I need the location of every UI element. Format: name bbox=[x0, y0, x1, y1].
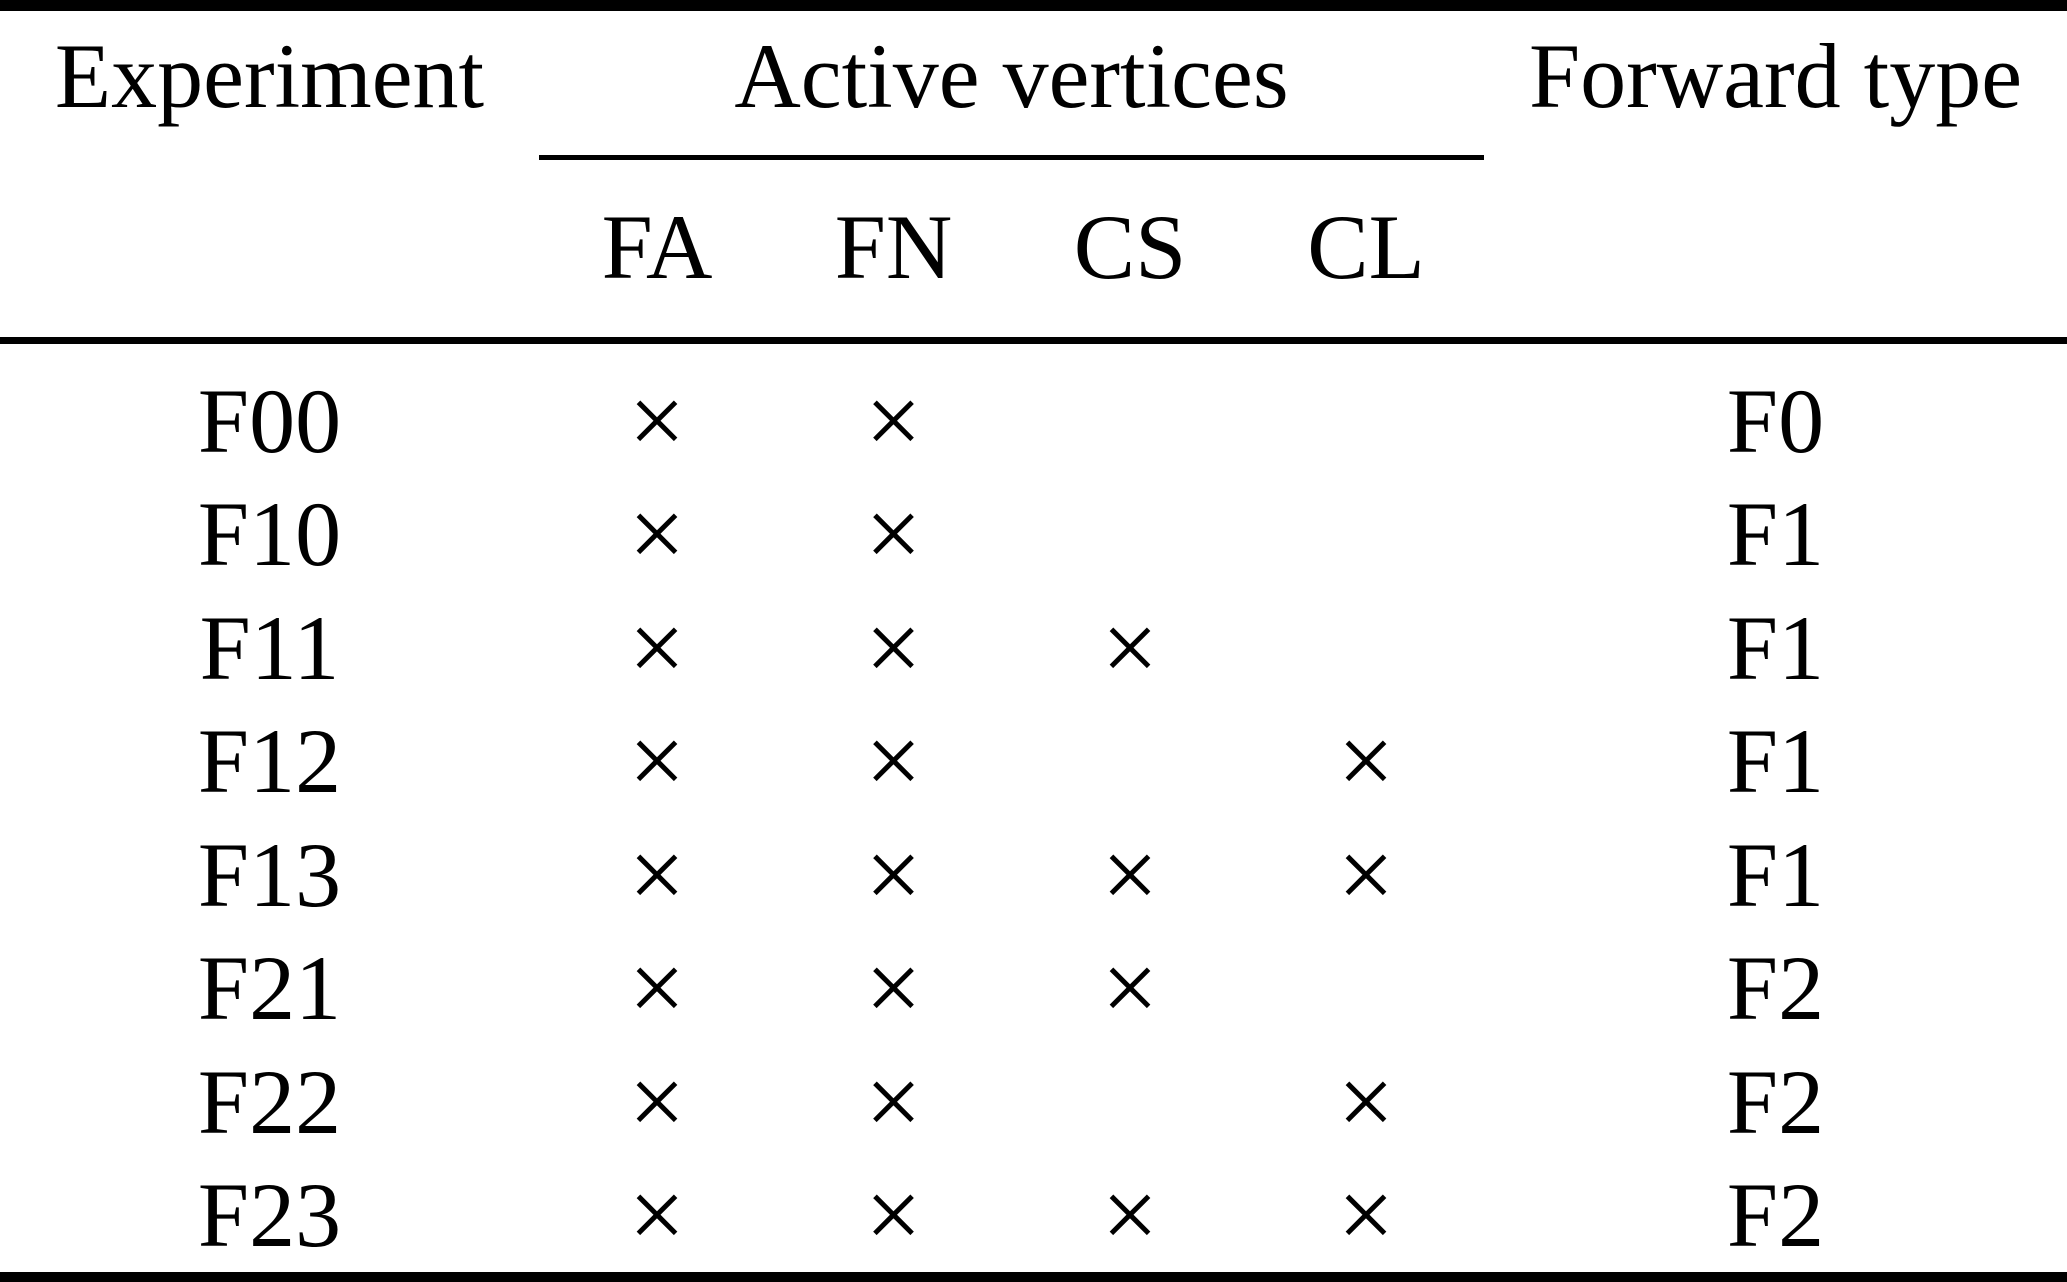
table-row: F22 × × × F2 bbox=[0, 1045, 2067, 1159]
experiment-label: F11 bbox=[199, 596, 340, 699]
table-row: F21 × × × F2 bbox=[0, 932, 2067, 1046]
fa-active-mark: × bbox=[628, 478, 686, 590]
fn-active-mark: × bbox=[865, 1045, 922, 1157]
forward-type-value: F1 bbox=[1726, 823, 1825, 926]
header-forward-type: Forward type bbox=[1528, 25, 2023, 127]
forward-type-value: F1 bbox=[1726, 596, 1825, 699]
cs-active-mark: × bbox=[1101, 1159, 1159, 1271]
table-top-rule bbox=[0, 0, 2067, 11]
table-body: F00 × × F0 F10 × × F1 F11 × × × F1 F12 ×… bbox=[0, 364, 2067, 1272]
experiment-label: F12 bbox=[197, 710, 342, 813]
fn-active-mark: × bbox=[865, 818, 922, 930]
fa-active-mark: × bbox=[628, 932, 686, 1044]
experiment-label: F22 bbox=[197, 1050, 342, 1153]
fa-active-mark: × bbox=[628, 364, 686, 476]
fn-active-mark: × bbox=[865, 1159, 922, 1271]
table-row: F11 × × × F1 bbox=[0, 591, 2067, 705]
table-row: F00 × × F0 bbox=[0, 364, 2067, 478]
table-row: F12 × × × F1 bbox=[0, 705, 2067, 819]
experiment-label: F13 bbox=[197, 823, 342, 926]
fa-active-mark: × bbox=[628, 818, 686, 930]
cl-active-mark: × bbox=[1337, 705, 1395, 817]
header-active-vertices-group: Active vertices bbox=[734, 25, 1289, 127]
forward-type-value: F2 bbox=[1726, 1050, 1825, 1153]
forward-type-value: F2 bbox=[1726, 937, 1825, 1040]
cl-active-mark: × bbox=[1337, 818, 1395, 930]
fa-active-mark: × bbox=[628, 591, 686, 703]
table-row: F23 × × × × F2 bbox=[0, 1159, 2067, 1273]
forward-type-value: F1 bbox=[1726, 710, 1825, 813]
forward-type-value: F1 bbox=[1726, 483, 1825, 586]
cs-active-mark: × bbox=[1101, 932, 1159, 1044]
subheader-cs: CS bbox=[1073, 196, 1187, 298]
table-row: F13 × × × × F1 bbox=[0, 818, 2067, 932]
table-row: F10 × × F1 bbox=[0, 478, 2067, 592]
cl-active-mark: × bbox=[1337, 1045, 1395, 1157]
table-mid-rule bbox=[0, 337, 2067, 344]
experiment-label: F21 bbox=[197, 937, 342, 1040]
subheader-fa: FA bbox=[601, 196, 713, 298]
experiment-label: F00 bbox=[197, 369, 342, 472]
fa-active-mark: × bbox=[628, 1045, 686, 1157]
fn-active-mark: × bbox=[865, 478, 922, 590]
active-vertices-underline-rule bbox=[539, 155, 1484, 160]
fn-active-mark: × bbox=[865, 932, 922, 1044]
cs-active-mark: × bbox=[1101, 818, 1159, 930]
cs-active-mark: × bbox=[1101, 591, 1159, 703]
cl-active-mark: × bbox=[1337, 1159, 1395, 1271]
header-experiment: Experiment bbox=[54, 25, 485, 127]
subheader-cl: CL bbox=[1307, 196, 1425, 298]
fn-active-mark: × bbox=[865, 705, 922, 817]
fn-active-mark: × bbox=[865, 364, 922, 476]
table-bottom-rule bbox=[0, 1272, 2067, 1282]
forward-type-value: F0 bbox=[1726, 369, 1825, 472]
fa-active-mark: × bbox=[628, 1159, 686, 1271]
fn-active-mark: × bbox=[865, 591, 922, 703]
fa-active-mark: × bbox=[628, 705, 686, 817]
experiment-label: F23 bbox=[197, 1164, 342, 1267]
experiment-label: F10 bbox=[197, 483, 342, 586]
subheader-fn: FN bbox=[834, 196, 953, 298]
forward-type-value: F2 bbox=[1726, 1164, 1825, 1267]
